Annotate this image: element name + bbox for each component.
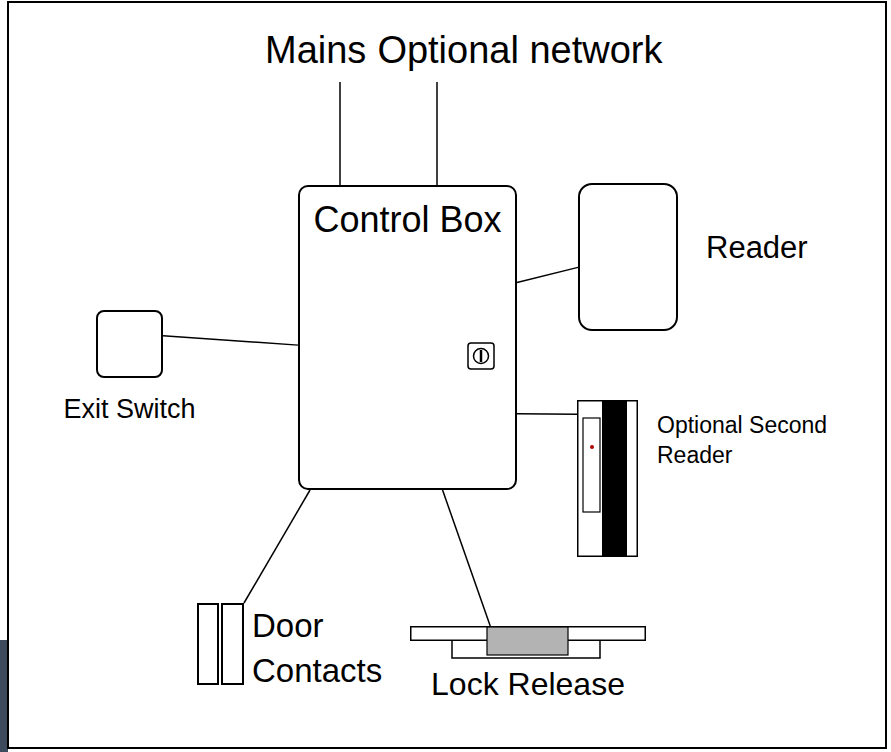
keyhole-symbol	[468, 343, 494, 369]
lock-release-outline	[410, 626, 646, 660]
node-label: Door Contacts	[252, 603, 402, 693]
wire-connector	[244, 490, 310, 603]
wire-connector	[443, 490, 491, 626]
node-label: Exit Switch	[63, 394, 195, 425]
supply-label: Optional network	[377, 28, 662, 72]
exit-switch: Exit Switch	[96, 310, 163, 378]
network-wire	[436, 82, 438, 185]
control-box: Control Box	[298, 185, 517, 490]
node-label: Control Box	[300, 198, 515, 242]
node-label: Reader	[706, 229, 808, 266]
card-reader: Optional Second Reader	[577, 400, 638, 557]
photo-edge	[0, 640, 8, 752]
node-label: Optional Second Reader	[657, 410, 857, 470]
card-reader-outline	[577, 400, 638, 557]
wire-connector	[163, 336, 298, 345]
node-label: Lock Release	[431, 664, 625, 704]
door-contacts: Door Contacts	[197, 603, 244, 685]
lock-release: Lock Release	[410, 626, 646, 660]
wire-connector	[517, 267, 578, 282]
wire-connector	[517, 413, 577, 415]
door-contacts-outline	[197, 603, 244, 685]
reader-box: Reader	[578, 183, 678, 331]
supply-label: Mains	[265, 28, 366, 72]
frame	[8, 2, 886, 748]
mains-wire	[339, 82, 341, 185]
label-row: MainsOptional network	[265, 28, 663, 72]
